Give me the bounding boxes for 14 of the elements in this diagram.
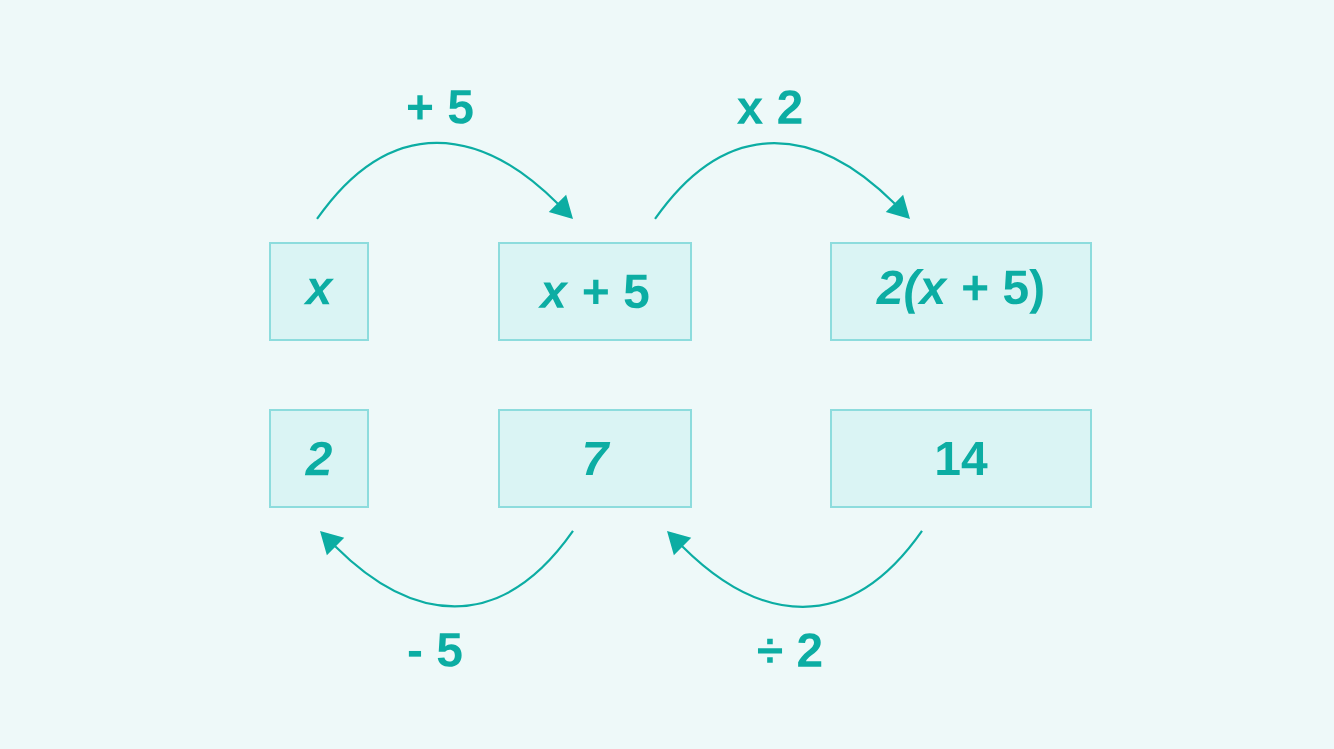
expression-box: 2(x + 5) bbox=[830, 242, 1092, 341]
arrow bbox=[320, 530, 574, 608]
number-box: 14 bbox=[830, 409, 1092, 508]
edge-label: - 5 bbox=[405, 631, 465, 669]
arrow bbox=[667, 530, 923, 608]
number-box: 2 bbox=[269, 409, 369, 508]
edge-label: + 5 bbox=[403, 88, 477, 126]
arrow bbox=[654, 142, 910, 220]
number-box: 7 bbox=[498, 409, 692, 508]
arrow bbox=[316, 141, 573, 220]
expression-box: x bbox=[269, 242, 369, 341]
edge-label: ÷ 2 bbox=[754, 631, 826, 669]
expression-box: x + 5 bbox=[498, 242, 692, 341]
edge-label: x 2 bbox=[734, 88, 806, 126]
